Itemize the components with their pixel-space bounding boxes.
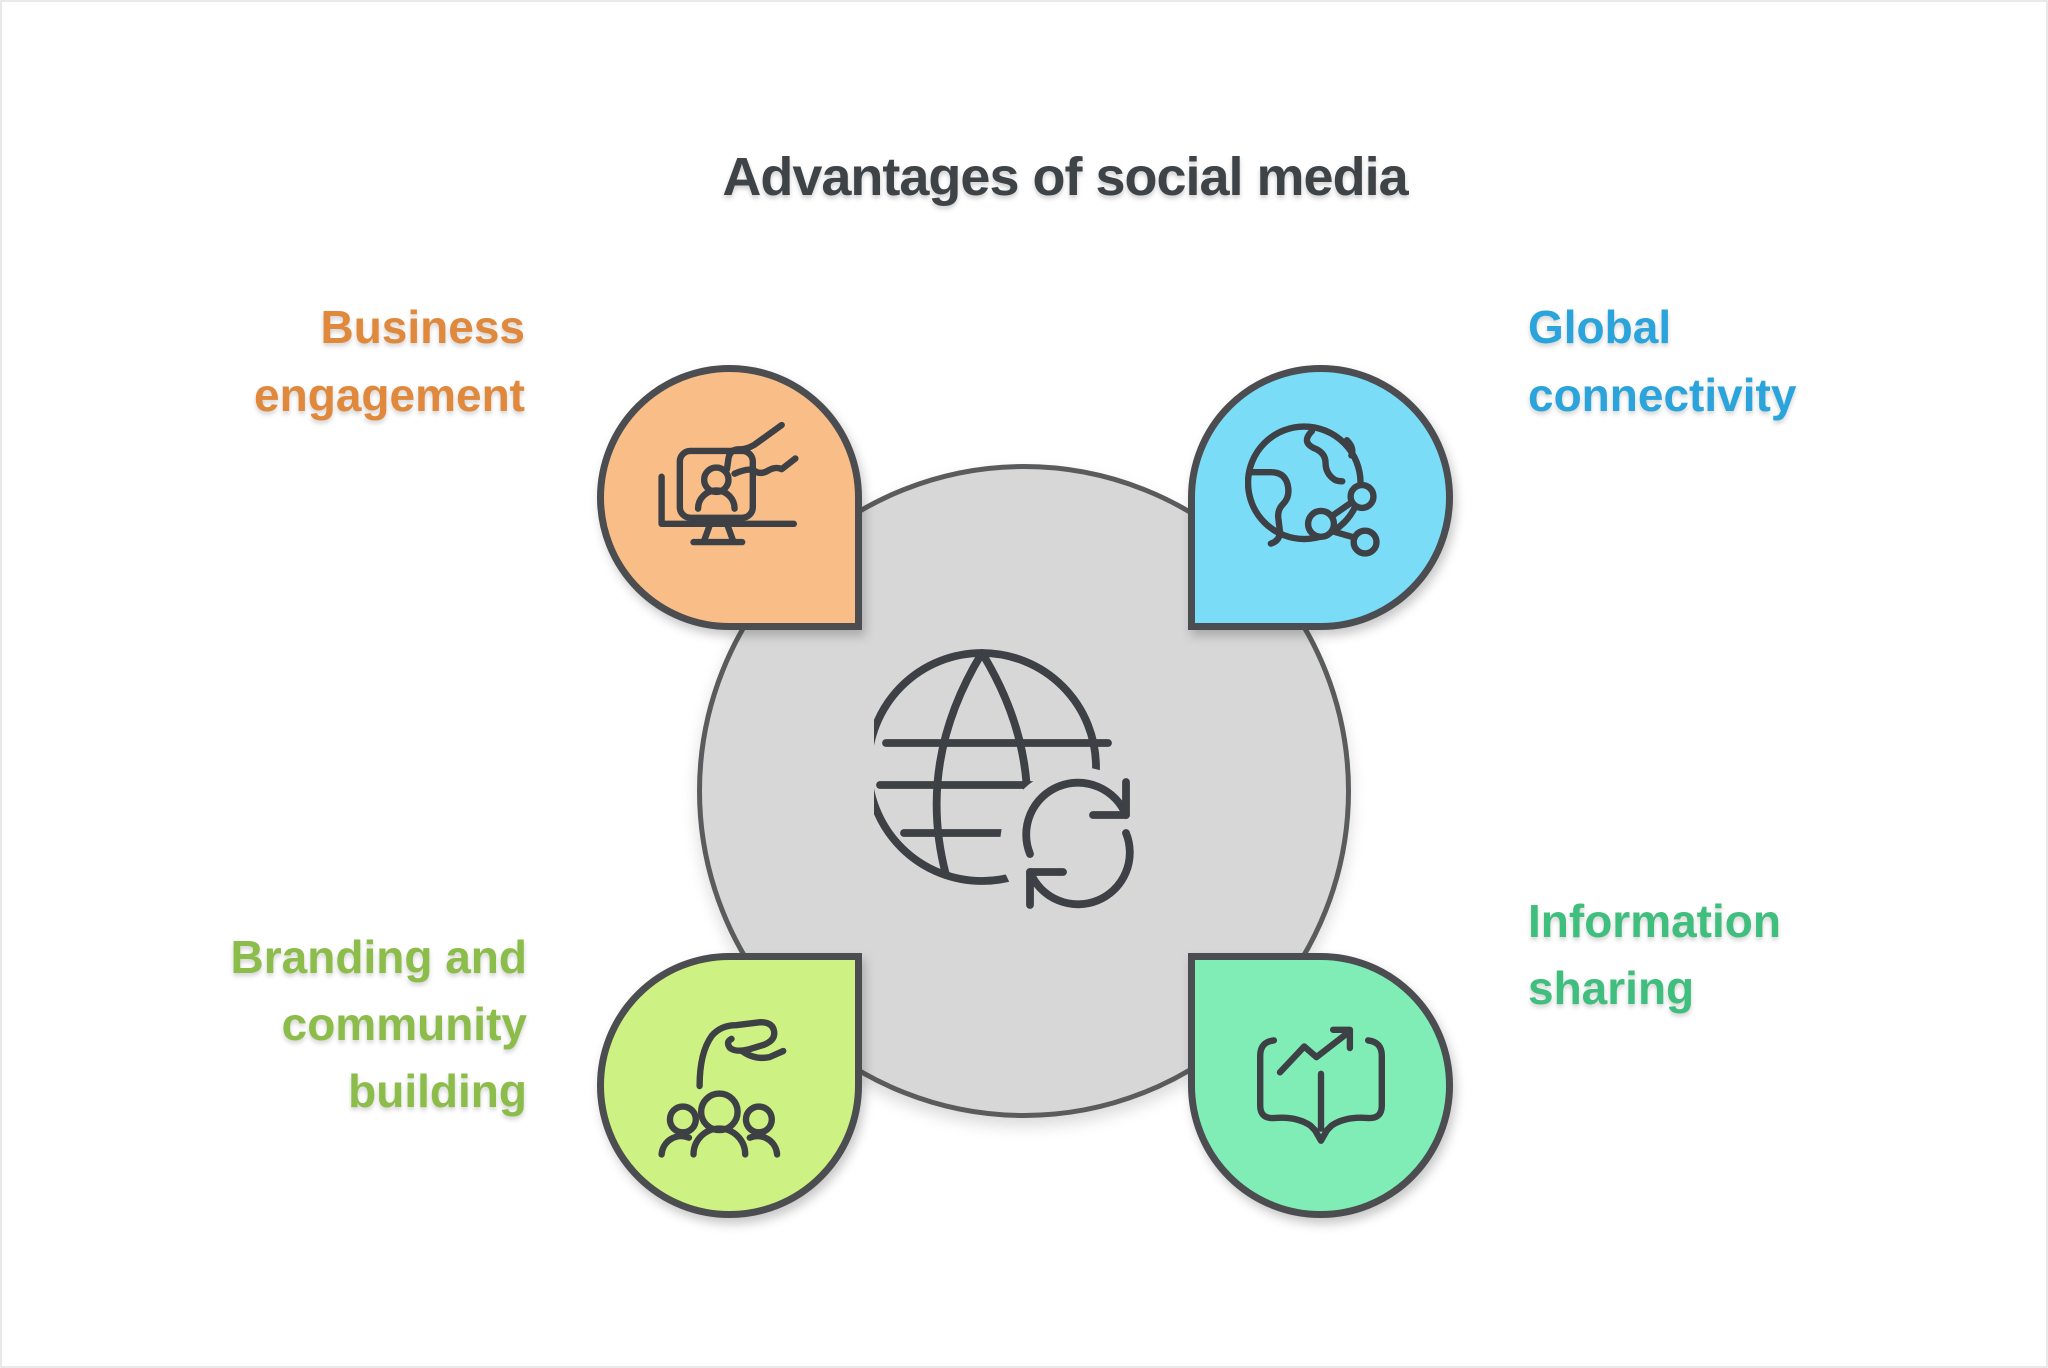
node-branding-community-building: [597, 953, 862, 1218]
label-line: Business: [320, 301, 525, 353]
label-global-connectivity: Global connectivity: [1528, 293, 1968, 429]
node-business-engagement: [597, 365, 862, 630]
label-line: building: [348, 1065, 527, 1117]
hand-community-icon: [657, 1018, 786, 1158]
label-line: community: [281, 998, 527, 1050]
globe-sync-icon: [874, 649, 1156, 923]
label-branding-community-building: Branding and community building: [130, 924, 527, 1125]
node-global-connectivity: [1188, 365, 1453, 630]
globe-share-icon: [1244, 422, 1380, 557]
label-line: Information: [1528, 895, 1781, 947]
label-line: sharing: [1528, 962, 1695, 1014]
monitor-presenter-icon: [657, 421, 799, 545]
label-information-sharing: Information sharing: [1528, 888, 1968, 1022]
label-line: Branding and: [230, 931, 527, 983]
open-book-growth-icon: [1256, 1026, 1385, 1144]
node-information-sharing: [1188, 953, 1453, 1218]
label-line: engagement: [254, 369, 525, 421]
label-line: Global: [1528, 301, 1672, 353]
label-business-engagement: Business engagement: [130, 293, 525, 429]
page-title: Advantages of social media: [722, 147, 1408, 207]
label-line: connectivity: [1528, 369, 1797, 421]
